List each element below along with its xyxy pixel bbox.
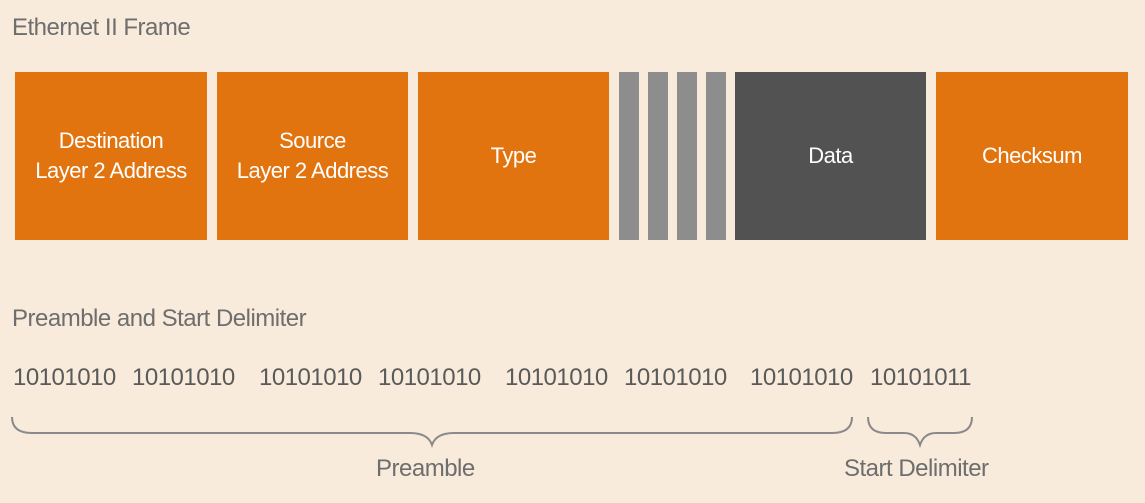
preamble-byte: 10101010 [624, 364, 727, 391]
type-field: Type [418, 72, 609, 240]
destination-field-line1: Destination [58, 128, 164, 153]
gap-bar [706, 72, 726, 240]
preamble-section-label: Preamble and Start Delimiter [12, 305, 307, 332]
preamble-byte: 10101010 [378, 364, 481, 391]
preamble-byte: 10101010 [13, 364, 116, 391]
start-delimiter-byte: 10101011 [870, 364, 972, 391]
brace-group [11, 416, 973, 449]
checksum-field-label: Checksum [982, 143, 1082, 168]
preamble-byte: 10101010 [505, 364, 608, 391]
checksum-field: Checksum [936, 72, 1128, 240]
start-delimiter-label: Start Delimiter [844, 455, 989, 482]
data-field-label: Data [808, 143, 853, 168]
start-delimiter-brace [867, 416, 973, 449]
source-address-field: Source Layer 2 Address [217, 72, 408, 240]
destination-address-field: Destination Layer 2 Address [15, 72, 207, 240]
preamble-label: Preamble [376, 455, 475, 482]
preamble-byte: 10101010 [750, 364, 853, 391]
diagram-title: Ethernet II Frame [12, 14, 191, 41]
preamble-byte: 10101010 [132, 364, 235, 391]
type-field-label: Type [490, 143, 537, 168]
gap-bar [619, 72, 639, 240]
gap-bar [677, 72, 697, 240]
ethernet-frame: Destination Layer 2 Address Source Layer… [0, 72, 1145, 240]
preamble-brace [11, 416, 853, 449]
destination-field-line2: Layer 2 Address [35, 158, 187, 183]
data-field: Data [735, 72, 926, 240]
preamble-byte: 10101010 [259, 364, 362, 391]
source-field-line2: Layer 2 Address [236, 158, 389, 183]
source-field-line1: Source [279, 128, 346, 153]
gap-bar [648, 72, 668, 240]
